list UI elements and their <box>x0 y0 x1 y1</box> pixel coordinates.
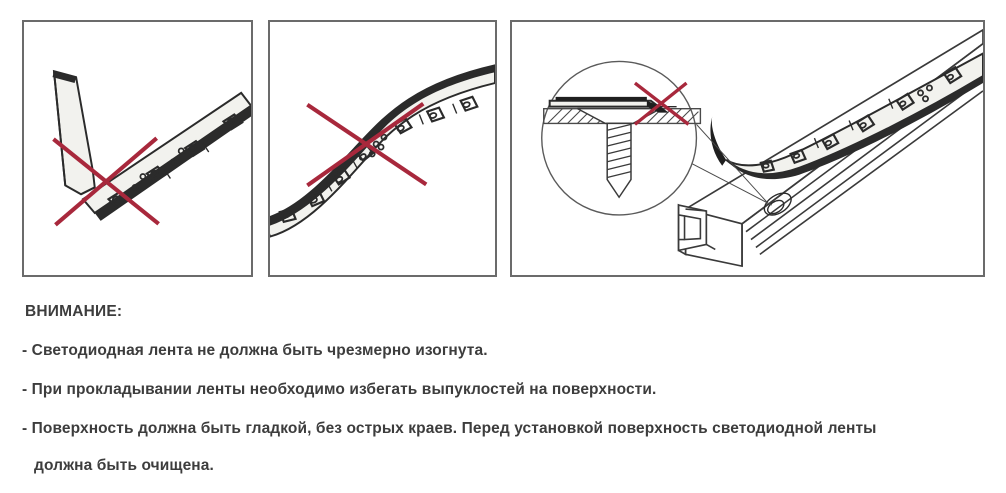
sharp-fold-drawing <box>52 69 251 227</box>
profile-screw-panel <box>510 20 985 277</box>
prohibition-cross-icon <box>633 81 690 126</box>
warning-note-1: - Светодиодная лента не должна быть чрез… <box>22 342 488 359</box>
warning-note-3: - Поверхность должна быть гладкой, без о… <box>22 420 877 437</box>
detail-magnifier <box>541 60 702 216</box>
led-strip-in-profile <box>710 52 983 180</box>
callout-leader <box>684 124 773 206</box>
warning-note-3-continuation: должна быть очищена. <box>34 457 214 474</box>
sharp-fold-panel <box>22 20 253 277</box>
warning-notes: ВНИМАНИЕ: - Светодиодная лента не должна… <box>0 290 1006 493</box>
wavy-strip <box>270 64 495 238</box>
screw-hole <box>763 192 792 216</box>
flat-strip-segment <box>81 91 251 221</box>
wavy-bend-panel <box>268 20 497 277</box>
profile-screw-drawing <box>541 28 983 268</box>
screw <box>577 107 662 199</box>
prohibition-cross-icon <box>52 136 160 227</box>
folded-strip-segment <box>52 69 96 196</box>
warning-note-2: - При прокладывании ленты необходимо изб… <box>22 381 657 398</box>
warning-heading: ВНИМАНИЕ: <box>25 303 123 320</box>
prohibition-cross-icon <box>306 102 428 188</box>
illustration-row <box>22 20 985 277</box>
fold-crease <box>80 186 96 196</box>
wavy-bend-drawing <box>270 64 495 238</box>
